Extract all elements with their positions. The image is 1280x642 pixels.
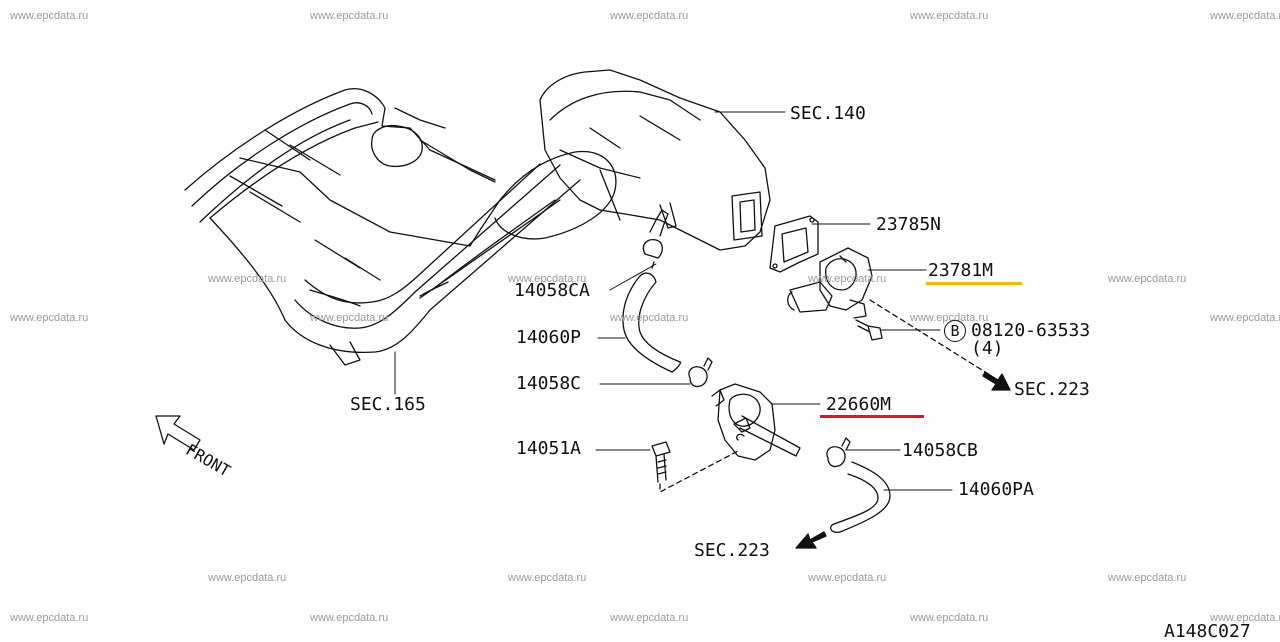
watermark: www.epcdata.ru bbox=[10, 612, 89, 624]
watermark: www.epcdata.ru bbox=[808, 273, 887, 285]
valve-23781m bbox=[787, 247, 873, 319]
watermark: www.epcdata.ru bbox=[1108, 273, 1187, 285]
watermark: www.epcdata.ru bbox=[10, 312, 89, 324]
hose-14060p bbox=[622, 272, 682, 373]
label-14058ca[interactable]: 14058CA bbox=[514, 280, 590, 301]
diagram-code: A148C027 bbox=[1164, 621, 1251, 642]
watermark: www.epcdata.ru bbox=[310, 10, 389, 22]
label-sec223-right[interactable]: SEC.223 bbox=[1014, 379, 1090, 400]
label-14051a[interactable]: 14051A bbox=[516, 438, 582, 459]
label-bolt-qty: (4) bbox=[971, 338, 1004, 359]
intake-collector bbox=[419, 69, 771, 299]
watermark: www.epcdata.ru bbox=[1210, 612, 1280, 624]
watermark: www.epcdata.ru bbox=[910, 312, 989, 324]
highlight-22660m bbox=[820, 415, 924, 418]
watermark: www.epcdata.ru bbox=[310, 312, 389, 324]
label-08120-63533[interactable]: 08120-63533 bbox=[971, 320, 1091, 341]
watermark: www.epcdata.ru bbox=[610, 312, 689, 324]
front-arrow bbox=[155, 415, 201, 451]
bolt-14051a bbox=[651, 441, 741, 493]
watermark: www.epcdata.ru bbox=[310, 612, 389, 624]
leader-lines bbox=[394, 111, 953, 491]
label-sec223-bottom[interactable]: SEC.223 bbox=[694, 540, 770, 561]
label-23785n[interactable]: 23785N bbox=[876, 214, 942, 235]
arrow-sec223-bottom bbox=[795, 531, 827, 549]
watermark: www.epcdata.ru bbox=[208, 572, 287, 584]
watermark: www.epcdata.ru bbox=[1210, 10, 1280, 22]
label-14058cb[interactable]: 14058CB bbox=[902, 440, 978, 461]
label-14060p[interactable]: 14060P bbox=[516, 327, 582, 348]
watermark: www.epcdata.ru bbox=[508, 572, 587, 584]
watermark: www.epcdata.ru bbox=[610, 10, 689, 22]
intake-manifold bbox=[184, 88, 581, 366]
hose-14060pa bbox=[829, 461, 891, 533]
watermark: www.epcdata.ru bbox=[610, 612, 689, 624]
arrow-sec223-right bbox=[982, 371, 1011, 391]
label-sec165[interactable]: SEC.165 bbox=[350, 394, 426, 415]
sensor-22660m bbox=[711, 383, 801, 461]
clamp-14058ca bbox=[642, 209, 669, 269]
watermark: www.epcdata.ru bbox=[208, 273, 287, 285]
highlight-23781m bbox=[926, 282, 1022, 285]
label-22660m[interactable]: 22660M bbox=[826, 394, 892, 415]
label-14058c[interactable]: 14058C bbox=[516, 373, 582, 394]
gasket-23785n bbox=[769, 215, 819, 273]
watermark: www.epcdata.ru bbox=[508, 273, 587, 285]
watermark: www.epcdata.ru bbox=[1108, 572, 1187, 584]
label-14060pa[interactable]: 14060PA bbox=[958, 479, 1034, 500]
clamp-14058cb bbox=[826, 437, 851, 468]
label-23781m[interactable]: 23781M bbox=[928, 260, 994, 281]
bolt-08120 bbox=[855, 299, 991, 376]
bolt-symbol-b: B bbox=[944, 320, 966, 342]
watermark: www.epcdata.ru bbox=[910, 612, 989, 624]
watermark: www.epcdata.ru bbox=[910, 10, 989, 22]
watermark: www.epcdata.ru bbox=[1210, 312, 1280, 324]
clamp-14058c bbox=[688, 357, 713, 388]
watermark: www.epcdata.ru bbox=[808, 572, 887, 584]
label-sec140[interactable]: SEC.140 bbox=[790, 103, 866, 124]
watermark: www.epcdata.ru bbox=[10, 10, 89, 22]
